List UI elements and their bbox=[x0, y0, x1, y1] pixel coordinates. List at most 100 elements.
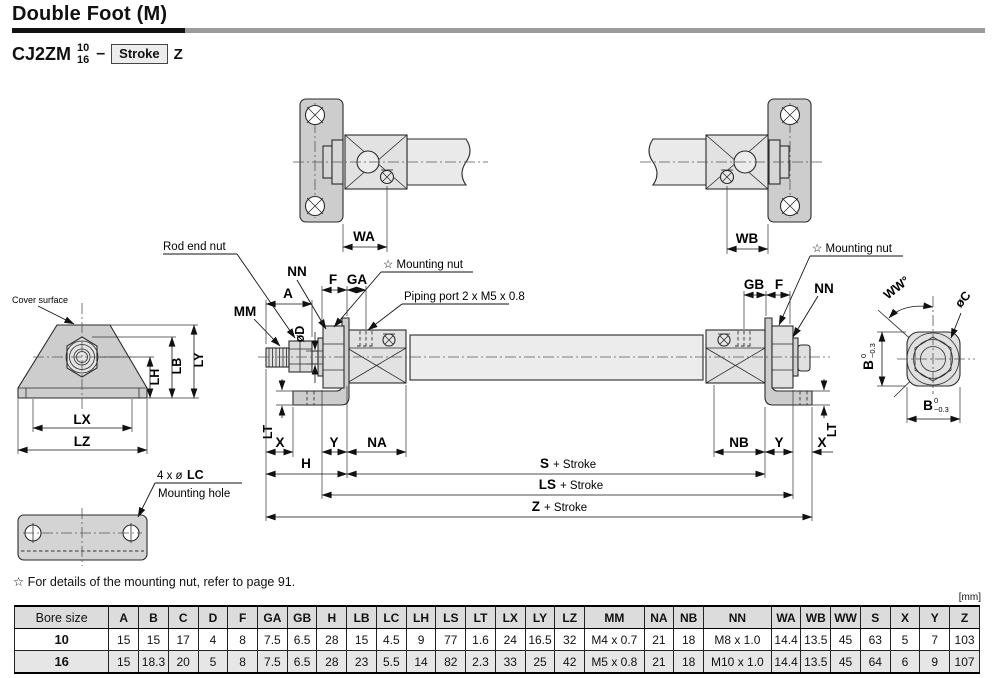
table-cell: 20 bbox=[167, 650, 199, 674]
table-cell: 6.5 bbox=[286, 650, 318, 674]
table-cell: 18.3 bbox=[138, 650, 169, 674]
dim-label-b-vertical: B 0 −0.3 bbox=[859, 343, 877, 370]
svg-text:−0.3: −0.3 bbox=[934, 405, 949, 414]
dim-label-nb: NB bbox=[729, 435, 749, 450]
table-cell: 103 bbox=[949, 628, 980, 651]
table-cell: 13.5 bbox=[800, 628, 832, 651]
table-cell: 16 bbox=[13, 650, 110, 674]
dim-label-x-right: X bbox=[817, 435, 826, 450]
dim-label-a: A bbox=[283, 286, 293, 301]
table-header-cell: A bbox=[108, 605, 140, 629]
screw-icon bbox=[719, 169, 735, 185]
table-cell: 14.4 bbox=[770, 628, 802, 651]
piping-port-hidden bbox=[357, 331, 375, 347]
model-separator: – bbox=[96, 45, 106, 63]
table-cell: 7.5 bbox=[257, 628, 288, 651]
model-series: CJ2ZM bbox=[12, 43, 72, 64]
table-cell: 82 bbox=[435, 650, 467, 674]
table-header-cell: WA bbox=[770, 605, 802, 629]
rod-cover bbox=[346, 329, 407, 384]
table-cell: 9 bbox=[405, 628, 437, 651]
table-header-cell: LS bbox=[435, 605, 467, 629]
dim-label-ly: LY bbox=[192, 352, 206, 367]
thread-hatch bbox=[268, 348, 287, 367]
table-header-cell: H bbox=[316, 605, 348, 629]
rod-end-nuts bbox=[288, 340, 313, 373]
top-left-foot-view: WA bbox=[293, 98, 488, 252]
table-header-cell: WB bbox=[800, 605, 832, 629]
table-cell: 8 bbox=[227, 628, 259, 651]
table-cell: 45 bbox=[830, 628, 861, 651]
main-side-view: Rod end nut MM NN ☆ Mounting nut Piping … bbox=[163, 241, 903, 521]
table-cell: 28 bbox=[316, 650, 348, 674]
table-header-cell: NB bbox=[673, 605, 705, 629]
table-cell: 107 bbox=[949, 650, 980, 674]
dim-label-nn-right: NN bbox=[814, 281, 834, 296]
dim-label-mm: MM bbox=[234, 304, 257, 319]
dim-label-lb: LB bbox=[170, 358, 184, 375]
screw-icon bbox=[717, 333, 731, 347]
footnote: ☆ For details of the mounting nut, refer… bbox=[13, 575, 296, 589]
dim-label-s-suffix: + Stroke bbox=[553, 459, 596, 471]
table-header-cell: GA bbox=[257, 605, 288, 629]
table-header-cell: F bbox=[227, 605, 259, 629]
table-cell: 4 bbox=[197, 628, 229, 651]
foot-plate bbox=[17, 514, 148, 561]
table-cell: 77 bbox=[435, 628, 467, 651]
dim-label-wb: WB bbox=[736, 231, 759, 246]
units-note: [mm] bbox=[958, 592, 981, 603]
table-cell: 8 bbox=[227, 650, 259, 674]
dim-label-c: øC bbox=[952, 289, 973, 311]
table-cell: 14 bbox=[405, 650, 437, 674]
svg-text:B: B bbox=[923, 398, 933, 413]
dim-label-lt-right: LT bbox=[825, 422, 839, 437]
technical-drawing: WA WB bbox=[12, 98, 975, 566]
svg-text:−0.3: −0.3 bbox=[868, 343, 877, 358]
end-boss bbox=[797, 344, 811, 372]
table-cell: M5 x 0.8 bbox=[584, 650, 645, 674]
stroke-box: Stroke bbox=[111, 44, 168, 65]
table-header-cell: LB bbox=[346, 605, 377, 629]
table-cell: 15 bbox=[138, 628, 169, 651]
table-header-cell: LY bbox=[524, 605, 556, 629]
svg-text:0: 0 bbox=[859, 354, 868, 358]
table-cell: 6.5 bbox=[286, 628, 318, 651]
model-bore-options: 10 16 bbox=[77, 42, 89, 66]
dim-label-lh: LH bbox=[148, 369, 162, 386]
table-cell: 5 bbox=[197, 650, 229, 674]
table-cell: 23 bbox=[346, 650, 377, 674]
table-header-cell: LX bbox=[494, 605, 526, 629]
dim-label-ga: GA bbox=[347, 272, 368, 287]
table-cell: 10 bbox=[13, 628, 110, 651]
dim-label-z-suffix: + Stroke bbox=[544, 502, 587, 514]
rod-end-nut-label: Rod end nut bbox=[163, 241, 226, 253]
table-cell: 63 bbox=[859, 628, 891, 651]
table-header-cell: B bbox=[138, 605, 169, 629]
table-cell: 15 bbox=[346, 628, 377, 651]
table-cell: 7 bbox=[919, 628, 951, 651]
table-cell: 7.5 bbox=[257, 650, 288, 674]
table-header-cell: LZ bbox=[554, 605, 586, 629]
page-title: Double Foot (M) bbox=[12, 3, 168, 25]
table-header-cell: LH bbox=[405, 605, 437, 629]
piston-rod-thread bbox=[265, 347, 290, 368]
table-cell: 6 bbox=[889, 650, 921, 674]
table-cell: 15 bbox=[108, 628, 140, 651]
holes-dim-label: LC bbox=[187, 468, 204, 482]
table-cell: 45 bbox=[830, 650, 861, 674]
title-underline-gray bbox=[185, 28, 985, 33]
table-header-cell: LC bbox=[375, 605, 407, 629]
dim-label-f-right: F bbox=[775, 277, 783, 292]
table-cell: 33 bbox=[494, 650, 526, 674]
table-cell: 9 bbox=[919, 650, 951, 674]
model-bore-16: 16 bbox=[77, 54, 90, 67]
table-cell: 17 bbox=[167, 628, 199, 651]
table-header-cell: GB bbox=[286, 605, 318, 629]
model-suffix: Z bbox=[173, 45, 183, 63]
dim-label-h: H bbox=[301, 456, 311, 471]
cylinder-body bbox=[409, 334, 704, 381]
mounting-nut-note-left: ☆ Mounting nut bbox=[383, 259, 464, 271]
table-cell: 32 bbox=[554, 628, 586, 651]
